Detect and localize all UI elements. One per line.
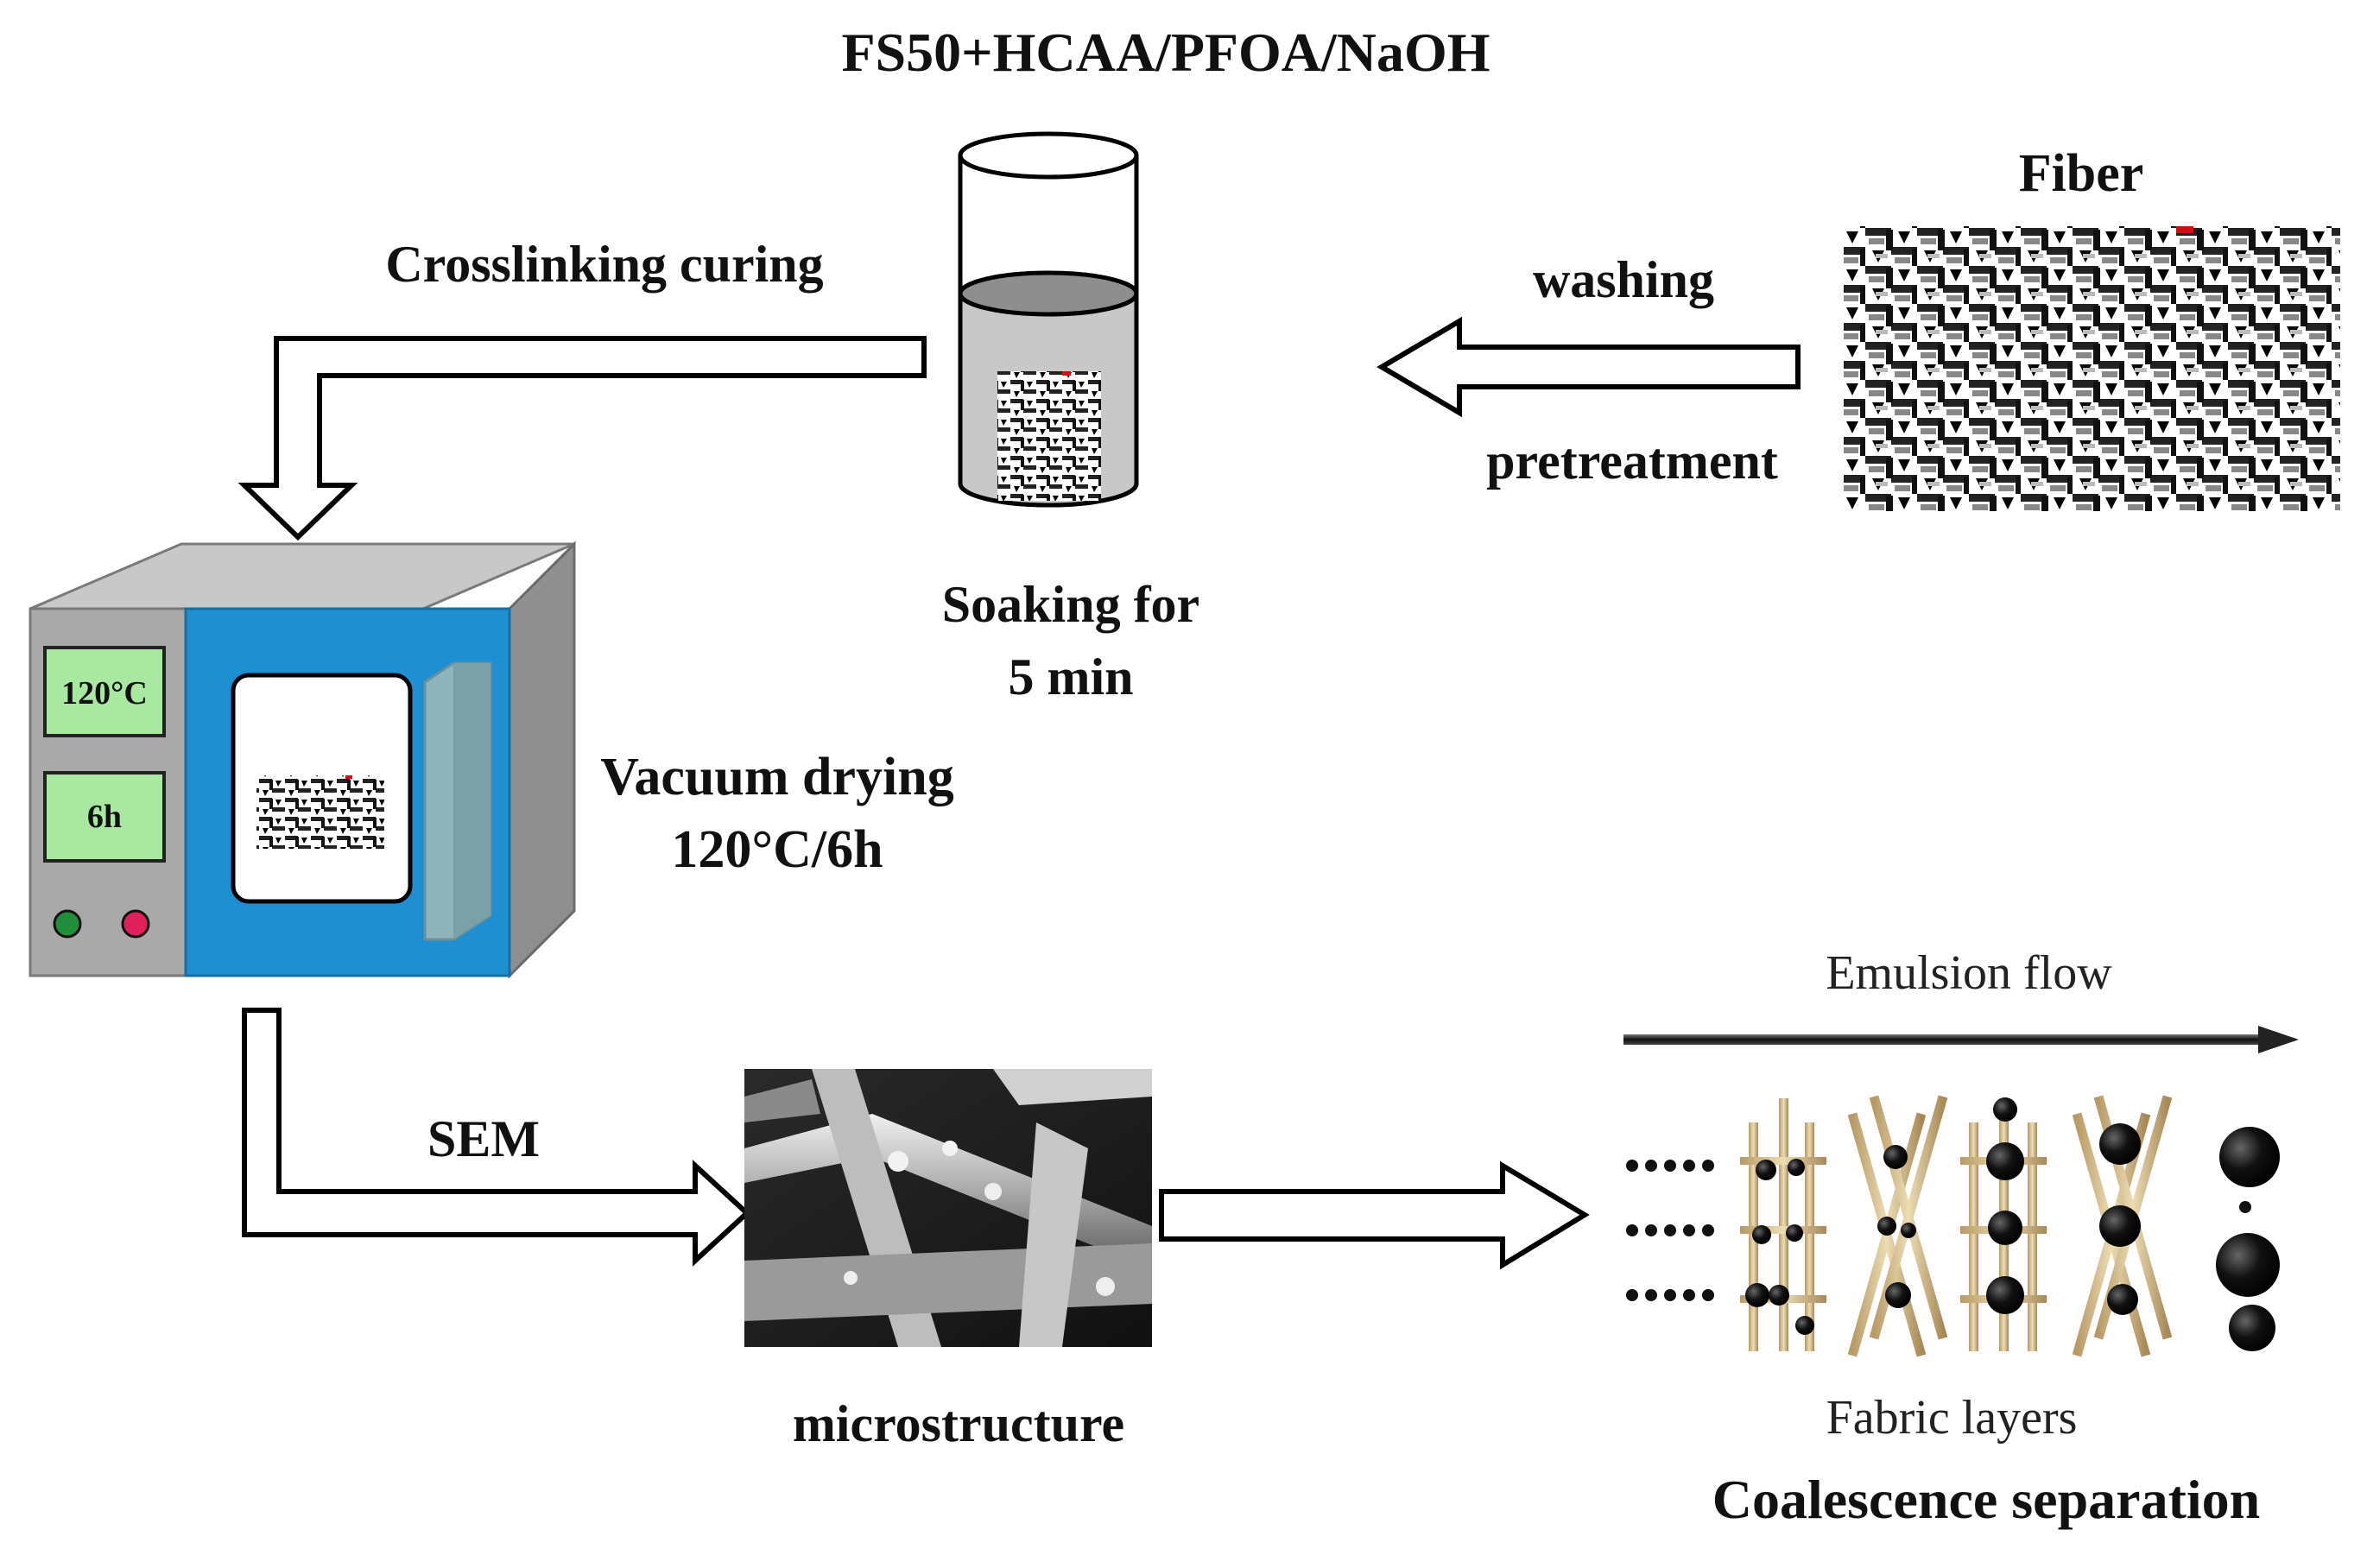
reagents-title: FS50+HCAA/PFOA/NaOH: [841, 22, 1490, 83]
vacuum-line-2: 120°C/6h: [671, 820, 883, 879]
time-display-text: 6h: [87, 799, 122, 835]
emulsion-flow-arrow: [1623, 1026, 2299, 1053]
microstructure-label: microstructure: [792, 1395, 1125, 1452]
fiber-label: Fiber: [2018, 144, 2144, 203]
temperature-display-text: 120°C: [61, 675, 148, 711]
fabric-layer-2: [1847, 1095, 1948, 1357]
beaker: [958, 131, 1139, 508]
washing-label: washing: [1532, 251, 1715, 308]
fabric-layer-1: [1740, 1098, 1826, 1351]
pretreatment-label: pretreatment: [1486, 433, 1778, 490]
crosslinking-arrow: [237, 336, 927, 541]
vacuum-line-1: Vacuum drying: [600, 748, 954, 806]
emulsion-flow-label: Emulsion flow: [1826, 946, 2112, 1000]
coalescence-label: Coalescence separation: [1712, 1469, 2261, 1530]
coalesced-droplets: [2216, 1127, 2280, 1351]
soaking-line-1: Soaking for: [941, 576, 1200, 633]
red-led: [121, 909, 150, 939]
fabric-layer-4: [2072, 1095, 2173, 1357]
crosslinking-label: Crosslinking curing: [385, 236, 824, 293]
fabric-layer-3: [1960, 1097, 2047, 1351]
washing-arrow: [1377, 316, 1801, 418]
soaked-fabric: [997, 371, 1101, 501]
fiber-image: [1844, 226, 2340, 511]
sem-image: [744, 1069, 1152, 1347]
time-display: [43, 771, 166, 863]
small-droplets: [1626, 1160, 1714, 1301]
vacuum-oven: 120°C 6h: [28, 541, 576, 979]
temperature-display: [43, 646, 166, 737]
green-led: [53, 909, 82, 939]
soaking-line-2: 5 min: [1008, 648, 1134, 705]
sem-label: SEM: [427, 1110, 541, 1167]
separation-arrow: [1159, 1160, 1590, 1270]
soaking-label: Soaking for 5 min: [907, 568, 1235, 713]
oven-sample: [256, 775, 384, 849]
sem-arrow: [242, 1008, 751, 1267]
fabric-layers-label: Fabric layers: [1826, 1391, 2078, 1445]
fabric-layers-illustration: [1626, 1095, 2280, 1357]
vacuum-drying-label: Vacuum drying 120°C/6h: [553, 741, 1002, 886]
